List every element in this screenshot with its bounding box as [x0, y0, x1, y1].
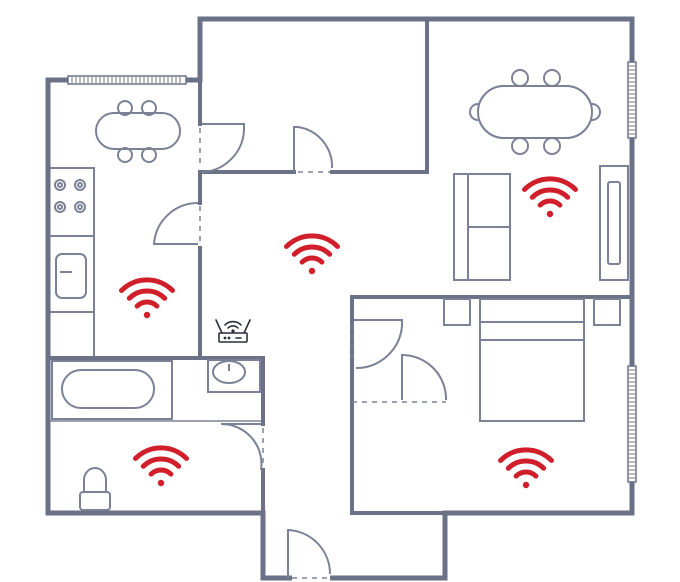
wifi-arc [505, 458, 547, 471]
windows [67, 61, 637, 483]
wifi-signal-living [522, 176, 578, 218]
wifi-arc [133, 445, 189, 461]
wifi-arc [529, 187, 571, 200]
wifi-arc [134, 299, 160, 309]
kitchen-counter [50, 167, 95, 356]
interior-walls [46, 17, 634, 580]
bed [443, 298, 621, 422]
wifi-dot [546, 210, 554, 218]
kitchen-sink [55, 253, 87, 299]
wifi-dot [308, 267, 316, 275]
wifi-arc [299, 255, 325, 265]
wifi-dot [522, 481, 530, 489]
window-living [627, 61, 637, 139]
stove [54, 179, 86, 213]
wifi-arc [498, 447, 554, 463]
sofa [453, 173, 511, 281]
window-kitchen [67, 75, 187, 85]
wifi-arc [126, 288, 168, 301]
toilet [79, 467, 111, 511]
wifi-arc [291, 244, 333, 257]
wifi-router-icon [215, 319, 251, 343]
wifi-arc [119, 277, 175, 293]
window-bedroom [627, 365, 637, 483]
door-entrance [287, 528, 332, 581]
doors [152, 123, 448, 581]
bathtub [51, 360, 173, 420]
tv-cabinet [599, 165, 629, 281]
wifi-signal-bedroom [498, 447, 554, 489]
wifi-signal-kitchen [119, 277, 175, 319]
wifi-signals [119, 176, 578, 489]
door-bathroom [220, 422, 264, 471]
wifi-arc [284, 233, 340, 249]
wifi-arc [513, 469, 539, 479]
wifi-dot [143, 311, 151, 319]
wifi-arc [148, 467, 174, 477]
wifi-arc [522, 176, 578, 192]
door-closet [352, 353, 448, 403]
kitchen-dining-table [95, 100, 181, 163]
living-dining-table [469, 69, 601, 155]
wifi-dot [157, 479, 165, 487]
door-kitchen-hall [152, 201, 201, 245]
wifi-signal-bathroom [133, 445, 189, 487]
bathroom-sink [207, 359, 261, 393]
door-storage-kitchen [199, 123, 245, 173]
furniture [50, 69, 629, 511]
wifi-signal-hallway [284, 233, 340, 275]
wifi-arc [537, 198, 563, 208]
wifi-arc [140, 456, 182, 469]
door-bedroom [351, 319, 403, 370]
door-storage-hall [293, 126, 334, 173]
